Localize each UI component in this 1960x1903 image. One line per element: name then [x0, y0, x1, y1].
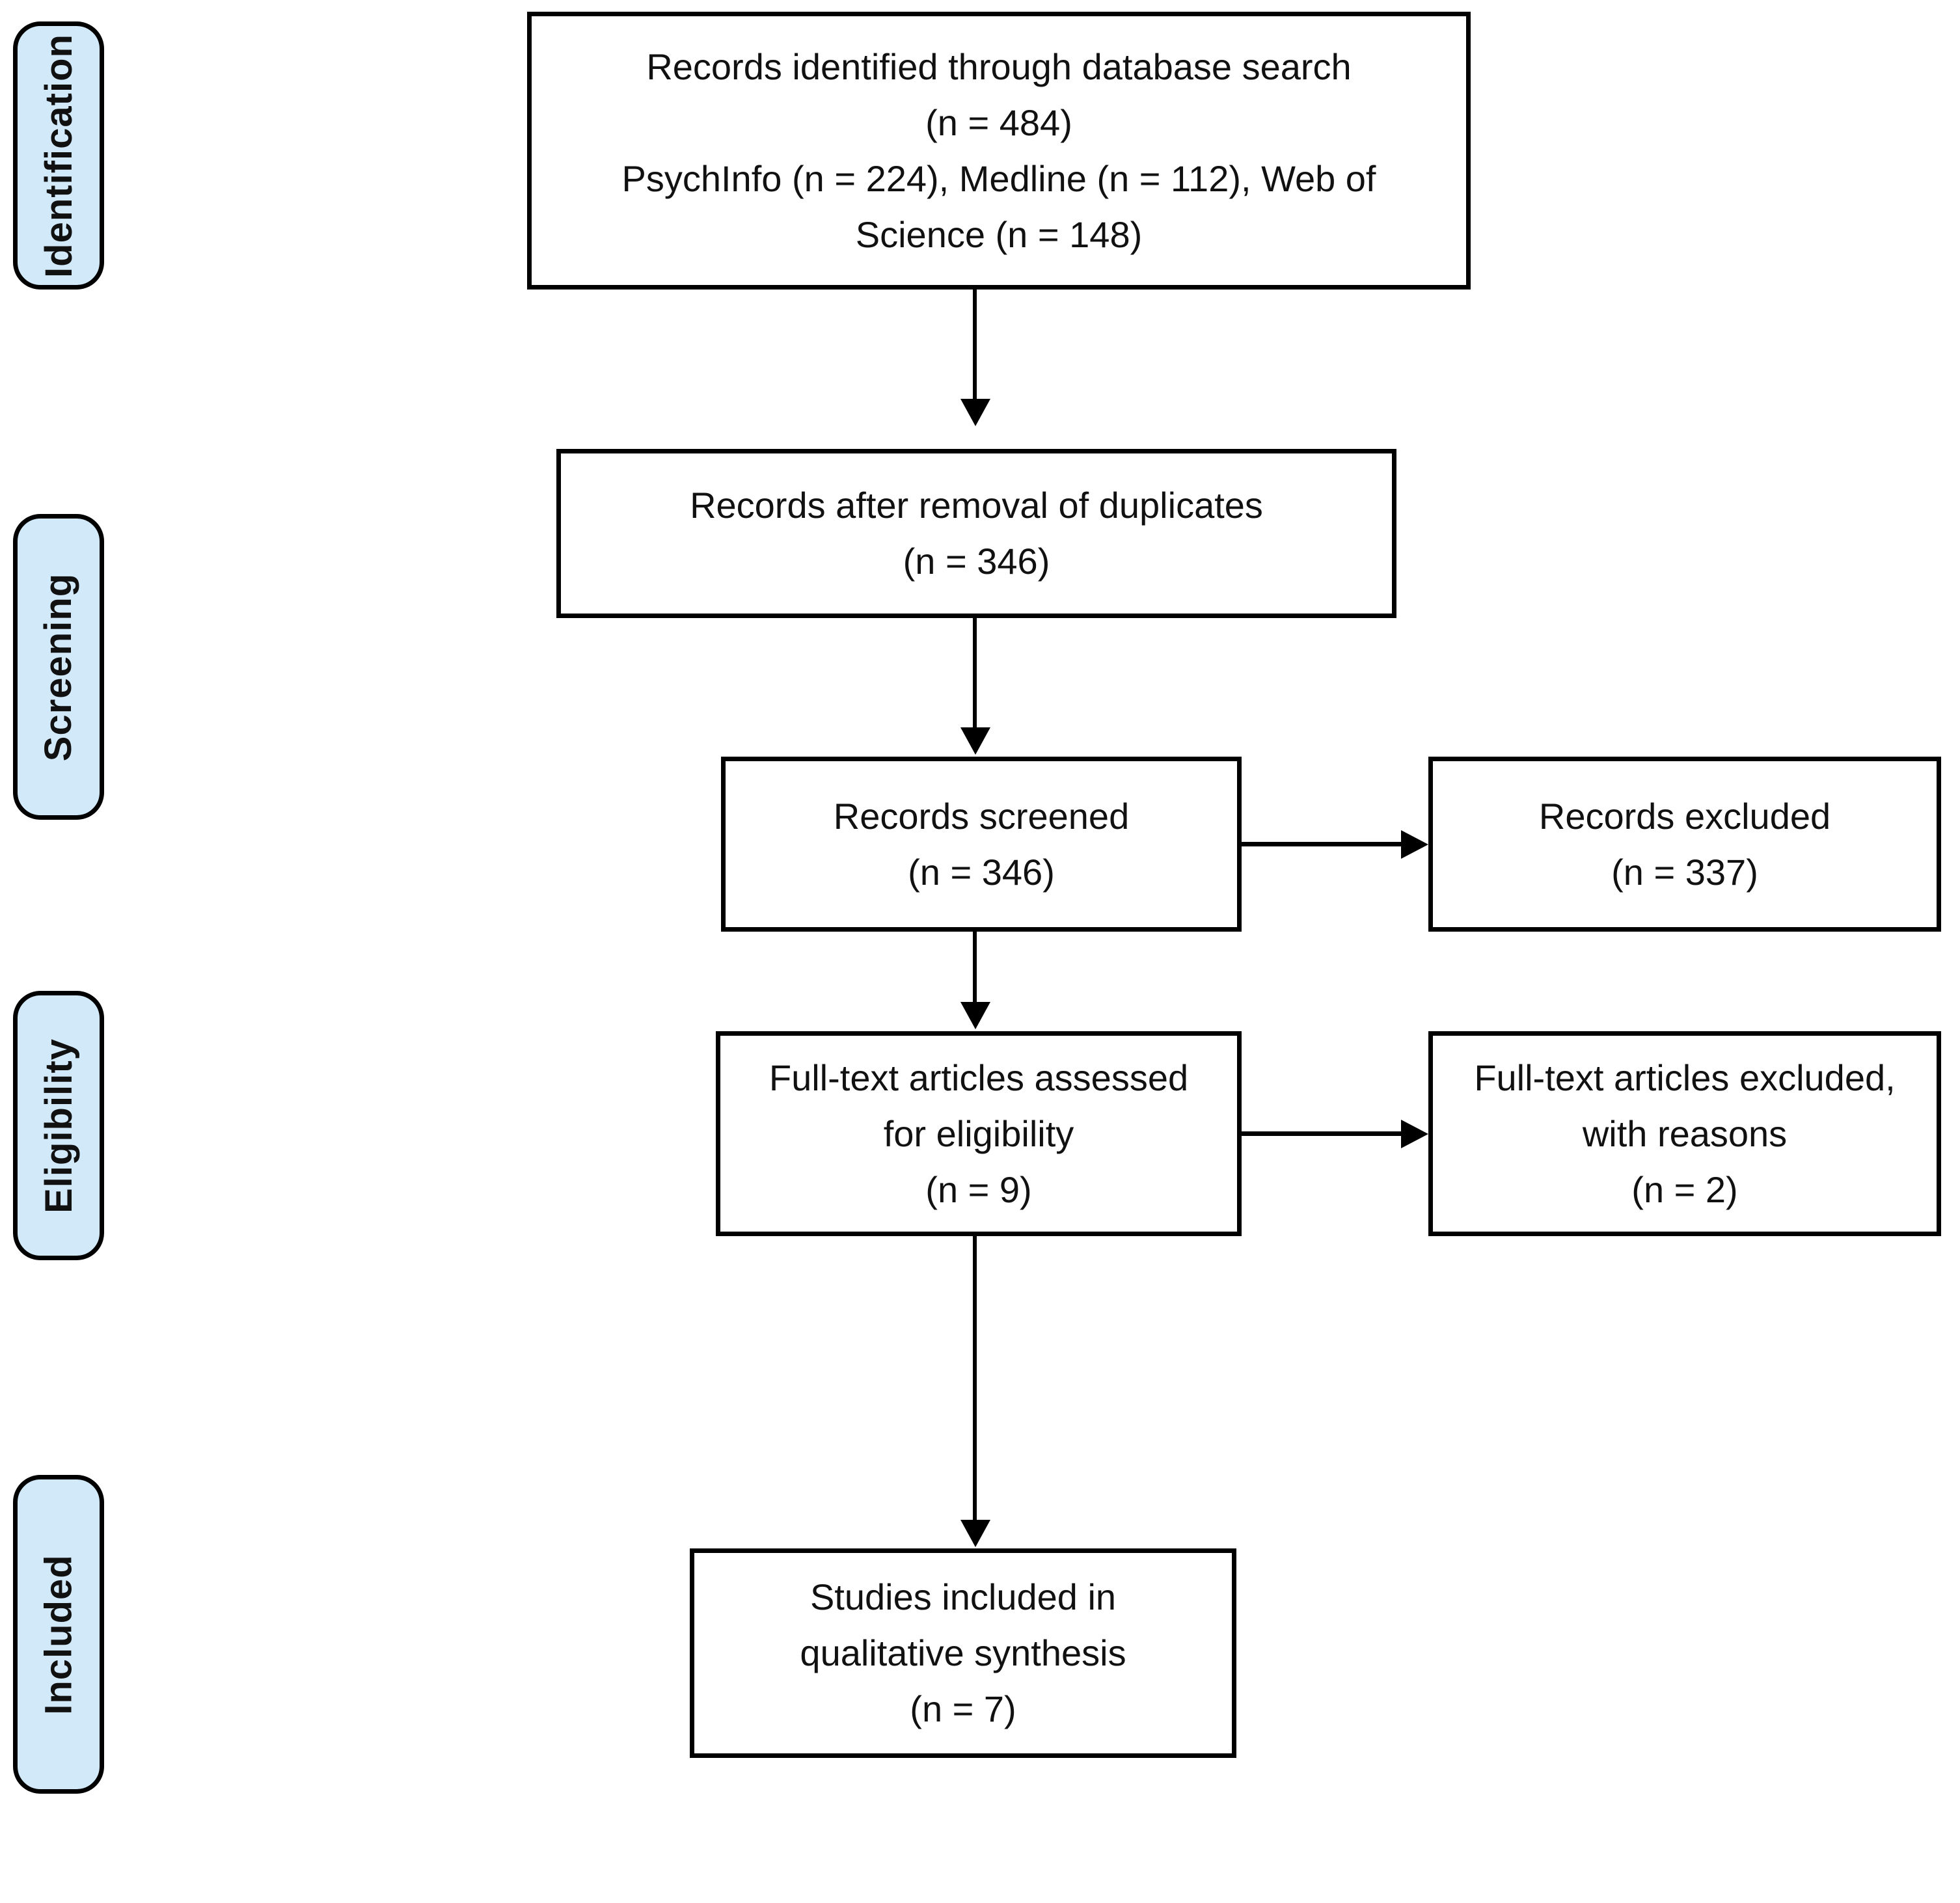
arrowhead-right-icon: [1401, 1120, 1428, 1148]
stage-label-eligibility: Eligibility: [37, 1038, 80, 1213]
arrowhead-right-icon: [1401, 830, 1428, 859]
box-fulltext-assessed-line-2: for eligibility: [883, 1113, 1074, 1154]
stage-pill-identification: Identification: [13, 21, 104, 290]
arrow-line: [973, 1236, 977, 1522]
box-fulltext-assessed-line-1: Full-text articles assessed: [769, 1057, 1189, 1098]
box-records-screened: Records screened (n = 346): [721, 757, 1242, 932]
arrow-line: [1242, 1131, 1403, 1136]
box-studies-included: Studies included in qualitative synthesi…: [690, 1548, 1236, 1758]
box-studies-included-line-1: Studies included in: [810, 1576, 1117, 1617]
box-fulltext-excluded-line-1: Full-text articles excluded,: [1474, 1057, 1896, 1098]
arrow-line: [973, 290, 977, 401]
arrow-line: [973, 618, 977, 730]
box-records-identified-line-4: Science (n = 148): [855, 213, 1143, 255]
box-duplicates-removed-line-1: Records after removal of duplicates: [690, 485, 1263, 526]
box-fulltext-excluded-line-3: (n = 2): [1631, 1168, 1738, 1210]
stage-pill-included: Included: [13, 1475, 104, 1794]
stage-label-identification: Identification: [37, 33, 80, 278]
box-records-excluded: Records excluded (n = 337): [1428, 757, 1941, 932]
box-records-screened-line-1: Records screened: [833, 795, 1130, 837]
box-duplicates-removed: Records after removal of duplicates (n =…: [556, 449, 1396, 618]
box-duplicates-removed-line-2: (n = 346): [903, 541, 1050, 582]
box-fulltext-excluded: Full-text articles excluded, with reason…: [1428, 1031, 1941, 1236]
box-records-excluded-line-2: (n = 337): [1611, 851, 1758, 893]
box-fulltext-excluded-line-2: with reasons: [1582, 1113, 1788, 1154]
stage-label-included: Included: [37, 1554, 80, 1715]
stage-pill-eligibility: Eligibility: [13, 991, 104, 1260]
arrow-line: [973, 932, 977, 1005]
arrow-line: [1242, 842, 1403, 846]
stage-label-screening: Screening: [37, 573, 80, 761]
box-records-identified-line-1: Records identified through database sear…: [646, 46, 1352, 87]
box-records-identified-line-3: PsychInfo (n = 224), Medline (n = 112), …: [621, 157, 1376, 199]
arrowhead-down-icon: [960, 399, 990, 426]
box-fulltext-assessed-line-3: (n = 9): [925, 1168, 1032, 1210]
stage-pill-screening: Screening: [13, 514, 104, 820]
arrowhead-down-icon: [960, 1520, 990, 1547]
box-records-identified: Records identified through database sear…: [527, 12, 1471, 290]
arrowhead-down-icon: [960, 727, 990, 755]
box-fulltext-assessed: Full-text articles assessed for eligibil…: [716, 1031, 1242, 1236]
box-records-screened-line-2: (n = 346): [908, 851, 1055, 893]
box-studies-included-line-3: (n = 7): [910, 1688, 1016, 1729]
box-records-excluded-line-1: Records excluded: [1538, 795, 1831, 837]
box-records-identified-line-2: (n = 484): [925, 101, 1072, 143]
arrowhead-down-icon: [960, 1002, 990, 1029]
box-studies-included-line-2: qualitative synthesis: [800, 1632, 1126, 1673]
